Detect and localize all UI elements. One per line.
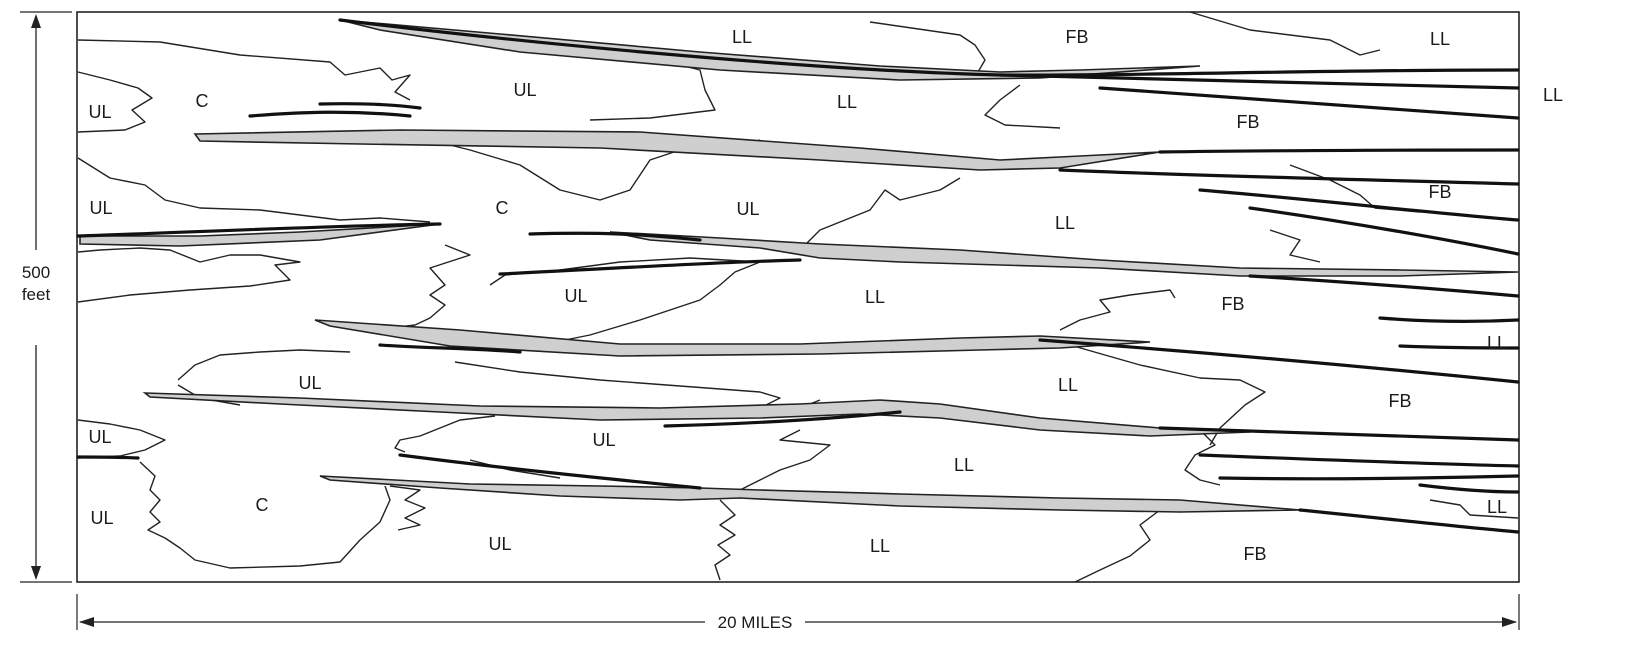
facies-label: FB [1243,544,1266,564]
facies-label: LL [837,92,857,112]
facies-label: LL [1487,333,1507,353]
facies-label: FB [1428,182,1451,202]
horizontal-scale: 20 MILES [77,594,1519,632]
facies-label: C [496,198,509,218]
facies-label: UL [592,430,615,450]
facies-label: UL [488,534,511,554]
facies-label: C [256,495,269,515]
sandstone-bodies [80,20,1518,512]
facies-label: LL [732,27,752,47]
facies-label: UL [88,102,111,122]
facies-label: LL [1058,375,1078,395]
facies-label: UL [88,427,111,447]
vertical-scale: 500 feet [20,12,72,582]
facies-label: LL [1487,497,1507,517]
facies-labels: LL FB LL LL UL C UL LL FB FB UL C UL LL … [88,27,1563,564]
vertical-scale-value: 500 [22,263,50,282]
facies-label: UL [298,373,321,393]
facies-label: UL [736,199,759,219]
facies-label: UL [89,198,112,218]
facies-label: LL [870,536,890,556]
facies-label: FB [1388,391,1411,411]
facies-label: LL [954,455,974,475]
facies-label: UL [564,286,587,306]
facies-label: FB [1221,294,1244,314]
facies-label: UL [90,508,113,528]
facies-label: LL [1543,85,1563,105]
facies-label: LL [1055,213,1075,233]
facies-label: FB [1236,112,1259,132]
facies-label: C [196,91,209,111]
vertical-scale-unit: feet [22,285,51,304]
facies-label: LL [1430,29,1450,49]
facies-label: LL [865,287,885,307]
facies-label: FB [1065,27,1088,47]
horizontal-scale-label: 20 MILES [718,613,793,632]
facies-label: UL [513,80,536,100]
